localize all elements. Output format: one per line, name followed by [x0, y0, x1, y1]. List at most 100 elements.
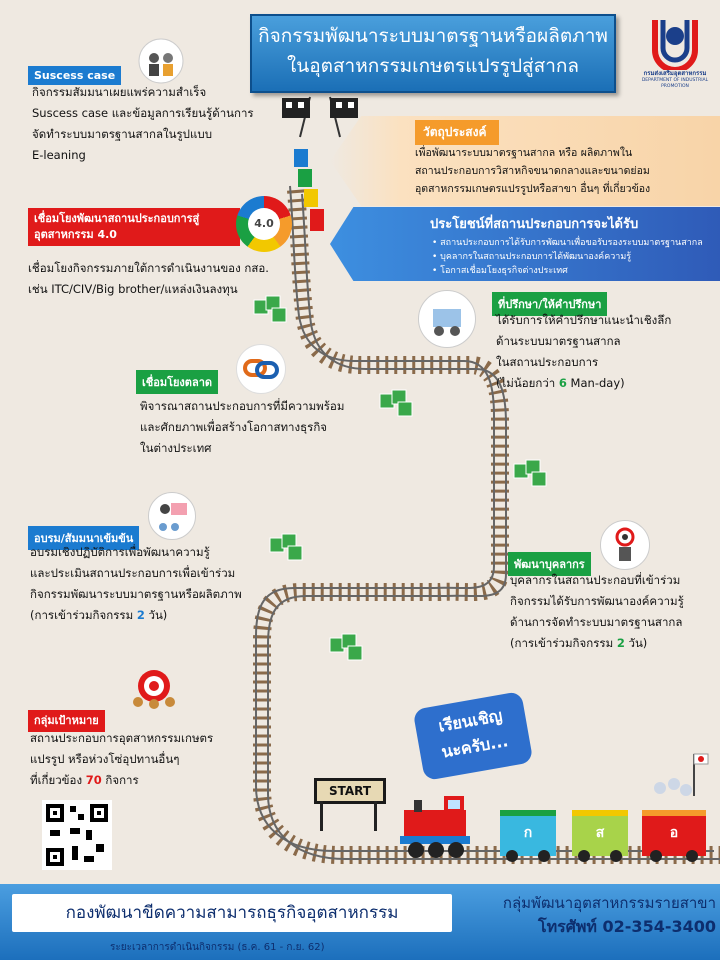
checkered-flags-icon	[282, 96, 358, 138]
target-count-suffix: กิจการ	[101, 773, 139, 787]
sign-post	[374, 801, 377, 831]
tree-icon	[513, 459, 547, 487]
qr-code-icon[interactable]	[42, 800, 112, 870]
training-label: อบรม/สัมมนาเข้มข้น	[28, 526, 140, 550]
personnel-label: พัฒนาบุคลากร	[508, 552, 591, 576]
objective-band	[330, 116, 720, 206]
target-count: ที่เกี่ยวข้อง 70 กิจการ	[30, 770, 213, 791]
industry-link-label: เชื่อมโยงพัฒนาสถานประกอบการสู่ อุตสาหกรร…	[28, 208, 240, 246]
personnel-icon	[600, 520, 650, 570]
benefits-label: ประโยชน์ที่สถานประกอบการจะได้รับ	[430, 217, 639, 232]
success-case-line: E-leaning	[32, 148, 86, 162]
consult-line: ด้านระบบมาตรฐานสากล	[496, 334, 621, 348]
training-days-value: 2	[136, 608, 145, 622]
consult-days: (ไม่น้อยกว่า 6 Man-day)	[496, 373, 671, 394]
target-count-prefix: ที่เกี่ยวข้อง	[30, 773, 86, 787]
train-car: อ	[642, 810, 706, 856]
consult-line: ได้รับการให้คำปรึกษาแนะนำเชิงลึก	[496, 313, 672, 327]
dip-emblem-icon	[652, 20, 698, 70]
market-label: เชื่อมโยงตลาด	[136, 370, 219, 394]
consult-days-suffix: Man-day)	[566, 376, 625, 390]
benefit-item: สถานประกอบการได้รับการพัฒนาเพื่อขอรับรอง…	[432, 236, 703, 250]
training-line: กิจกรรมพัฒนาระบบมาตรฐานหรือผลิตภาพ	[30, 587, 242, 601]
market-line: พิจารณาสถานประกอบการที่มีความพร้อม	[140, 399, 345, 413]
target-line: สถานประกอบการอุตสาหกรรมเกษตร	[30, 731, 214, 745]
title-line2: ในอุตสาหกรรมเกษตรแปรรูปสู่สากล	[286, 55, 580, 77]
train-car-letter: อ	[669, 825, 679, 841]
training-days-suffix: วัน)	[144, 608, 168, 622]
target-text: สถานประกอบการอุตสาหกรรมเกษตร แปรรูป หรือ…	[30, 728, 213, 791]
train-car: ส	[572, 810, 628, 856]
training-line: และประเมินสถานประกอบการเพื่อเข้าร่วม	[30, 566, 236, 580]
tree-icon	[253, 295, 287, 323]
personnel-days-value: 2	[616, 636, 625, 650]
industry-4-badge-text: 4.0	[248, 208, 280, 240]
benefit-item: บุคลากรในสถานประกอบการได้พัฒนาองค์ความรู…	[432, 250, 703, 264]
train-car: ก	[500, 810, 556, 856]
consult-text: ได้รับการให้คำปรึกษาแนะนำเชิงลึก ด้านระบ…	[496, 310, 671, 394]
consultation-icon	[418, 290, 476, 348]
objective-line: สถานประกอบการวิสาหกิจขนาดกลางและขนาดย่อม	[415, 165, 650, 177]
objective-label: วัตถุประสงค์	[415, 120, 499, 145]
benefits-list: สถานประกอบการได้รับการพัฒนาเพื่อขอรับรอง…	[432, 236, 703, 278]
industry-link-line: เชื่อมโยงกิจกรรมภายใต้การดำเนินงานของ กส…	[28, 261, 269, 275]
success-case-label: Suscess case	[28, 66, 122, 85]
footer-contact: กลุ่มพัฒนาอุตสาหกรรมรายสาขา โทรศัพท์ 02-…	[470, 892, 716, 940]
footer-group-name: กลุ่มพัฒนาอุตสาหกรรมรายสาขา	[502, 894, 716, 912]
benefit-item: โอกาสเชื่อมโยงธุรกิจต่างประเทศ	[432, 264, 703, 278]
main-title: กิจกรรมพัฒนาระบบมาตรฐานหรือผลิตภาพ ในอุต…	[250, 14, 616, 93]
footer-phone[interactable]: โทรศัพท์ 02-354-3400	[537, 917, 716, 936]
objective-text: เพื่อพัฒนาระบบมาตรฐานสากล หรือ ผลิตภาพใน…	[415, 144, 715, 198]
industry-link-label-line: เชื่อมโยงพัฒนาสถานประกอบการสู่	[34, 212, 200, 225]
personnel-days: (การเข้าร่วมกิจกรรม 2 วัน)	[510, 633, 684, 654]
personnel-text: บุคลากรในสถานประกอบที่เข้าร่วม กิจกรรมได…	[510, 570, 684, 654]
locomotive-icon	[400, 796, 470, 858]
logo-name-en: DEPARTMENT OF INDUSTRIAL PROMOTION	[641, 78, 709, 89]
industry-link-text: เชื่อมโยงกิจกรรมภายใต้การดำเนินงานของ กส…	[28, 258, 269, 300]
sign-post	[320, 801, 323, 831]
title-line1: กิจกรรมพัฒนาระบบมาตรฐานหรือผลิตภาพ	[258, 25, 608, 47]
target-count-value: 70	[85, 773, 102, 787]
objective-line: อุตสาหกรรมเกษตรแปรรูปหรือสาขา อื่นๆ ที่เ…	[415, 183, 651, 195]
footer-division: กองพัฒนาขีดความสามารถธุรกิจอุตสาหกรรม	[12, 894, 452, 932]
train-car-letter: ส	[595, 825, 605, 841]
industry-link-label-line: อุตสาหกรรม 4.0	[34, 228, 117, 241]
consult-line: ในสถานประกอบการ	[496, 355, 599, 369]
tree-icon	[379, 389, 413, 417]
seminar-icon	[148, 492, 196, 540]
industry-4-badge-icon: 4.0	[236, 196, 292, 252]
success-case-line: Suscess case และข้อมูลการเรียนรู้ด้านการ	[32, 106, 254, 120]
logo-name-th: กรมส่งเสริมอุตสาหกรรม	[643, 70, 707, 77]
success-case-text: กิจกรรมสัมมนาเผยแพร่ความสำเร็จ Suscess c…	[32, 82, 254, 166]
personnel-days-suffix: วัน)	[624, 636, 648, 650]
objective-line: เพื่อพัฒนาระบบมาตรฐานสากล หรือ ผลิตภาพใน	[415, 147, 633, 159]
training-line: อบรมเชิงปฏิบัติการเพื่อพัฒนาความรู้	[30, 545, 210, 559]
personnel-line: กิจกรรมได้รับการพัฒนาองค์ความรู้	[510, 594, 684, 608]
market-line: ในต่างประเทศ	[140, 441, 212, 455]
consult-label: ที่ปรึกษา/ให้คำปรึกษา	[492, 292, 608, 316]
success-case-line: จัดทำระบบมาตรฐานสากลในรูปแบบ	[32, 127, 212, 141]
train-wheels-icon	[506, 850, 698, 862]
consult-days-prefix: (ไม่น้อยกว่า	[496, 376, 559, 390]
training-days: (การเข้าร่วมกิจกรรม 2 วัน)	[30, 605, 242, 626]
personnel-days-prefix: (การเข้าร่วมกิจกรรม	[510, 636, 617, 650]
personnel-line: บุคลากรในสถานประกอบที่เข้าร่วม	[510, 573, 681, 587]
dip-logo: กรมส่งเสริมอุตสาหกรรม DEPARTMENT OF INDU…	[636, 10, 714, 92]
people-flag-icon	[654, 753, 709, 796]
market-line: และศักยภาพเพื่อสร้างโอกาสทางธุรกิจ	[140, 420, 328, 434]
train-car-letter: ก	[523, 825, 533, 841]
tree-icon	[329, 633, 363, 661]
consult-days-value: 6	[558, 376, 567, 390]
market-text: พิจารณาสถานประกอบการที่มีความพร้อม และศั…	[140, 396, 344, 459]
industry-link-line: เช่น ITC/CIV/Big brother/แหล่งเงินลงทุน	[28, 282, 238, 296]
start-sign: START	[314, 778, 386, 804]
target-label: กลุ่มเป้าหมาย	[28, 710, 105, 732]
success-case-icon	[138, 38, 184, 84]
success-case-line: กิจกรรมสัมมนาเผยแพร่ความสำเร็จ	[32, 85, 207, 99]
tree-icon	[269, 533, 303, 561]
target-line: แปรรูป หรือห่วงโซ่อุปทานอื่นๆ	[30, 752, 180, 766]
chain-link-icon	[236, 344, 286, 394]
training-text: อบรมเชิงปฏิบัติการเพื่อพัฒนาความรู้ และป…	[30, 542, 242, 626]
training-days-prefix: (การเข้าร่วมกิจกรรม	[30, 608, 137, 622]
